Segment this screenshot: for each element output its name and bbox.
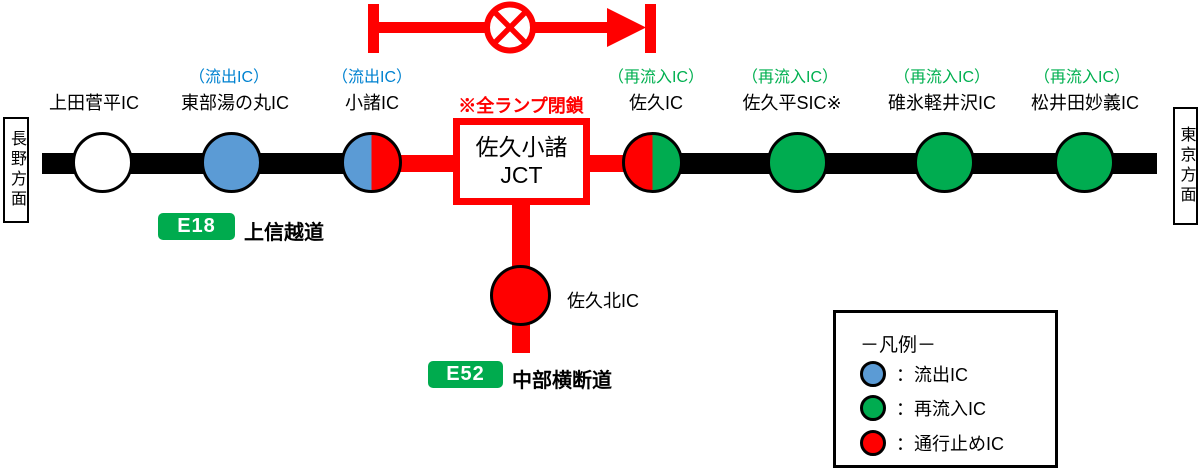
ic-tag-usui-karuizawa: （再流入IC） (893, 69, 991, 86)
ic-tag-sakudaira-sic: （再流入IC） (741, 69, 839, 86)
ic-label-usui-karuizawa: 碓氷軽井沢IC (888, 93, 996, 113)
closure-arrow (368, 1, 656, 54)
outflow-ic-icon (860, 361, 886, 387)
legend-title: －凡例－ (860, 335, 937, 356)
ic-tag-saku: （再流入IC） (607, 69, 705, 86)
legend-label-outflow: ：流出IC (896, 365, 968, 385)
legend-label-reentry: ：再流入IC (896, 399, 986, 419)
ic-sakudaira-sic-circle (767, 132, 828, 193)
ic-label-saku: 佐久IC (629, 93, 683, 113)
jct-box: 佐久小諸 JCT (453, 118, 590, 205)
route-name-chubu: 中部横断道 (512, 370, 612, 392)
route-name-shinetsu: 上信越道 (244, 222, 324, 244)
ic-matsuida-myogi-circle (1054, 132, 1115, 193)
ic-komoro-circle (341, 132, 402, 193)
legend-item-outflow: ：流出IC (860, 361, 968, 387)
closed-ic-icon (860, 430, 886, 456)
ic-tag-komoro: （流出IC） (331, 69, 413, 86)
closure-note: ※全ランプ閉鎖 (456, 92, 586, 122)
ic-label-matsuida-myogi: 松井田妙義IC (1031, 93, 1139, 113)
legend-item-closed: ：通行止めIC (860, 430, 1004, 456)
ic-ueda-sugadaira-circle (72, 132, 133, 193)
legend-item-reentry: ：再流入IC (860, 395, 986, 421)
direction-box-nagano: 長野方面 (3, 117, 29, 223)
ic-tobu-yunomaru-circle (201, 132, 262, 193)
ic-label-ueda-sugadaira: 上田菅平IC (49, 93, 139, 113)
ic-saku-circle (622, 132, 683, 193)
ic-tag-matsuida-myogi: （再流入IC） (1033, 69, 1131, 86)
legend-label-closed: ：通行止めIC (896, 434, 1004, 454)
ic-label-sakudaira-sic: 佐久平SIC※ (742, 93, 842, 113)
ic-label-sakukita: 佐久北IC (567, 291, 639, 311)
arrow-head (607, 8, 646, 47)
route-badge-e52: E52 (428, 361, 503, 388)
jct-name-line2: JCT (500, 161, 543, 188)
no-entry-icon (484, 1, 536, 54)
ic-sakukita-circle (490, 265, 551, 326)
arrow-end-bar (645, 4, 656, 53)
jct-name-line1: 佐久小諸 (475, 133, 568, 160)
direction-box-tokyo: 東京方面 (1173, 107, 1198, 225)
ic-tag-tobu-yunomaru: （流出IC） (188, 69, 270, 86)
reentry-ic-icon (860, 395, 886, 421)
ic-usui-karuizawa-circle (914, 132, 975, 193)
route-badge-e18: E18 (158, 213, 235, 240)
ic-label-tobu-yunomaru: 東部湯の丸IC (181, 93, 289, 113)
legend-box: －凡例－ ：流出IC ：再流入IC ：通行止めIC (833, 310, 1058, 468)
ic-label-komoro: 小諸IC (345, 93, 399, 113)
